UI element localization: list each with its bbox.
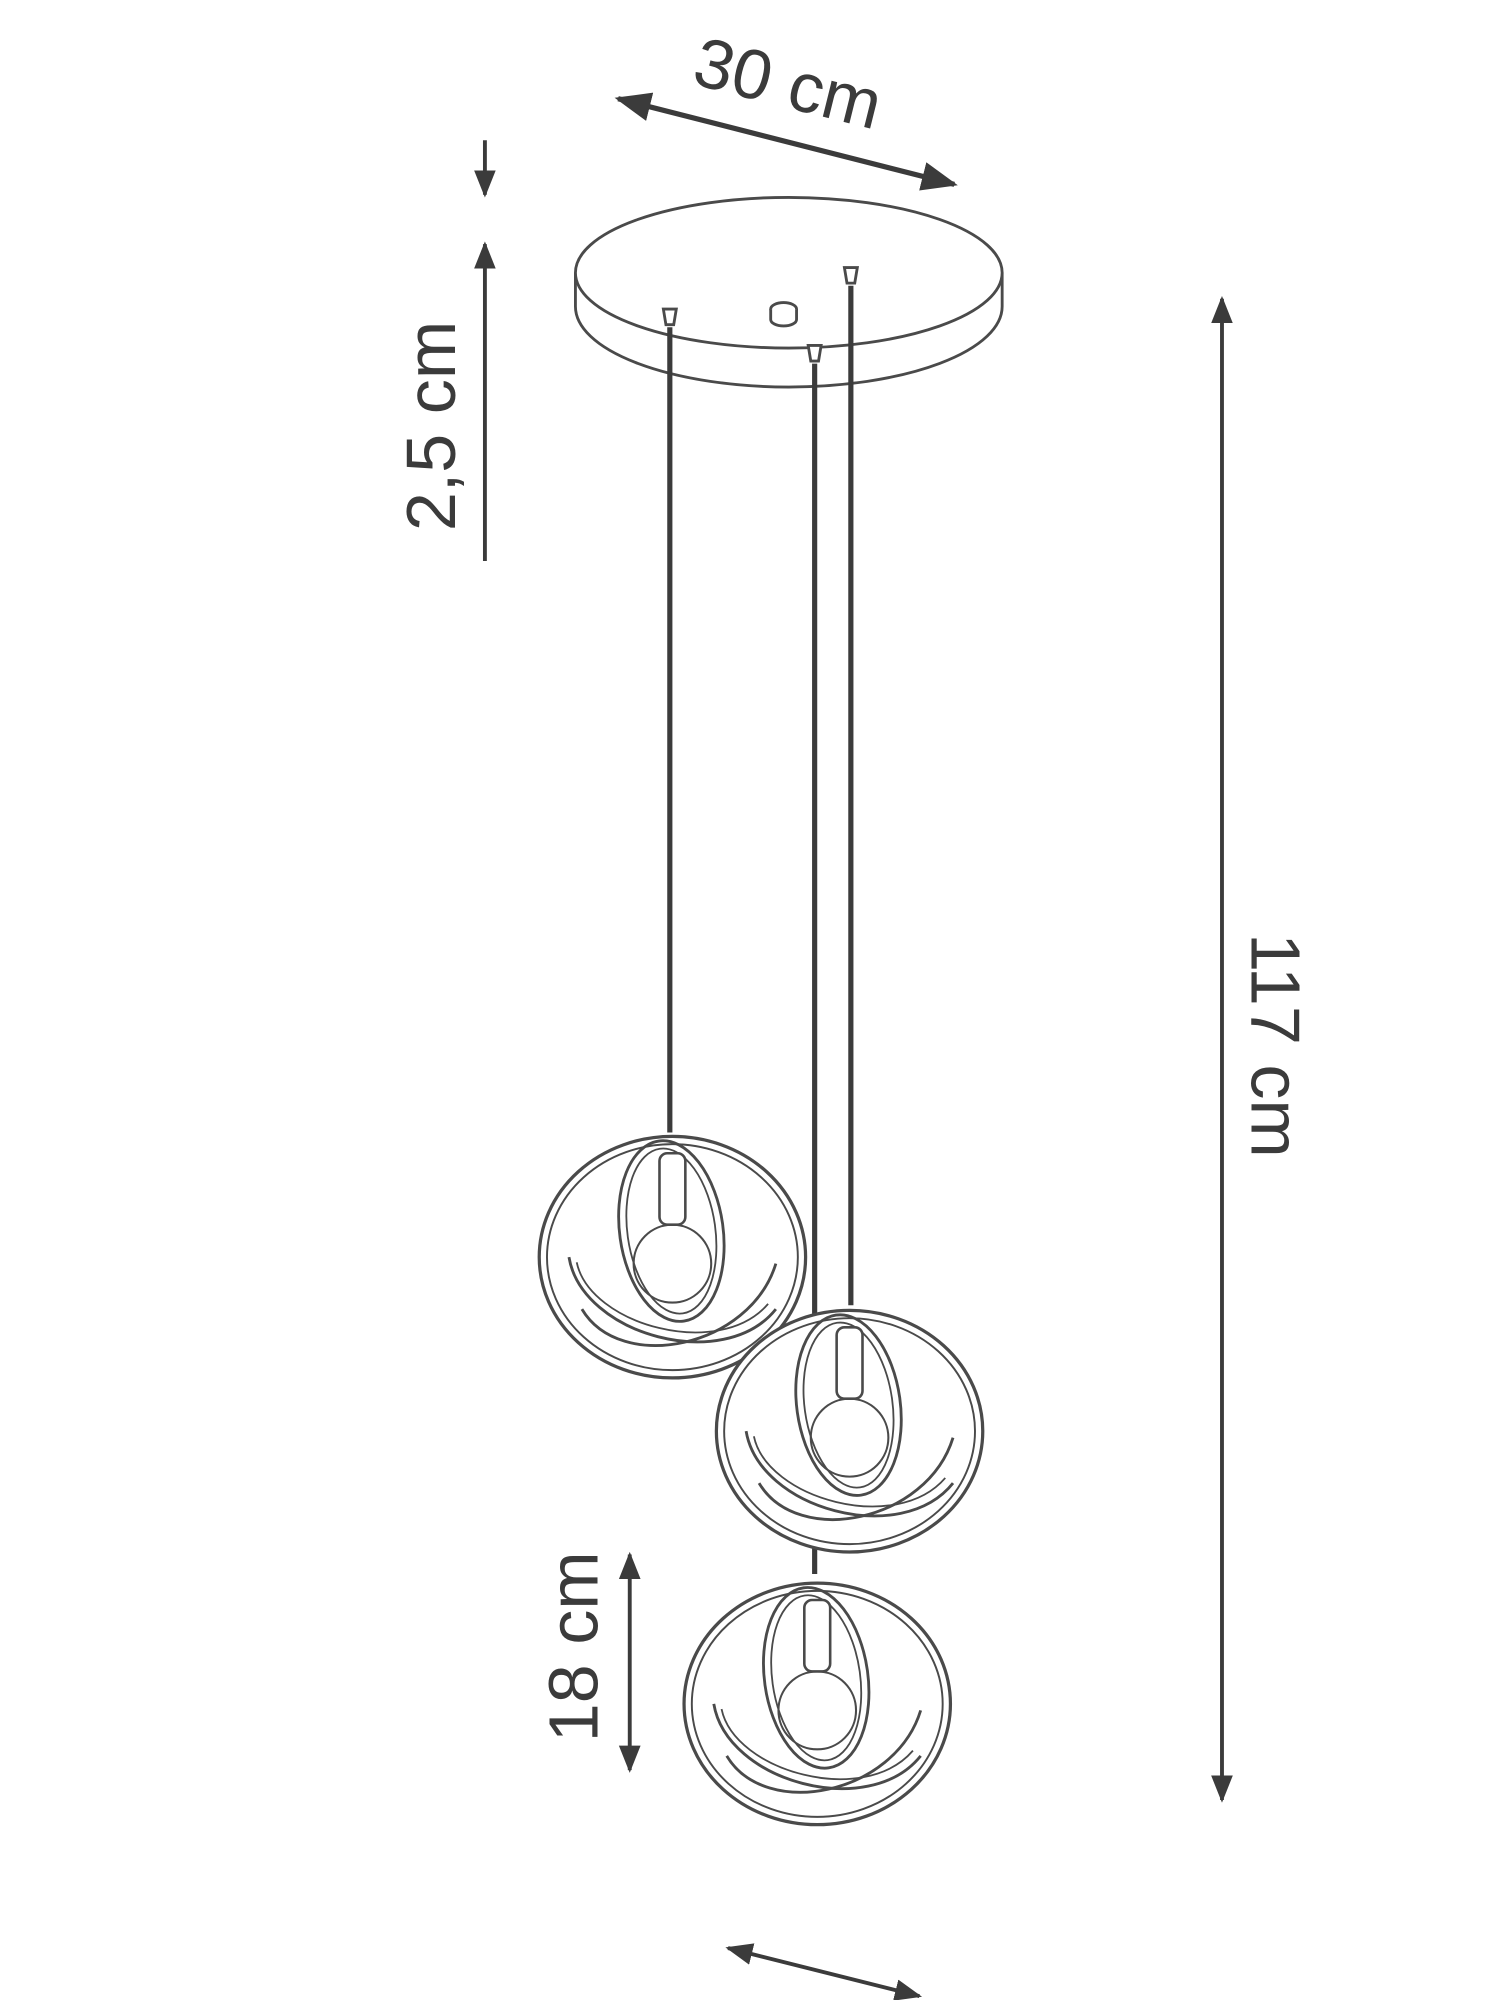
ceiling-canopy xyxy=(574,195,1004,389)
canopy-height-label: 2,5 cm xyxy=(392,321,470,531)
lamp-shade xyxy=(537,1134,808,1380)
lamp-shade xyxy=(682,1581,953,1827)
shade-height-label: 18 cm xyxy=(535,1551,613,1742)
shade-width-dimension xyxy=(725,1943,923,2000)
shade-height-dimension: 18 cm xyxy=(535,1551,641,1773)
lamp-shade xyxy=(714,1308,985,1554)
total-height-label: 117 cm xyxy=(1237,933,1315,1158)
canopy-width-dimension: 30 cm xyxy=(614,22,958,191)
canopy-height-dimension: 2,5 cm xyxy=(392,140,496,562)
total-height-dimension: 117 cm xyxy=(1211,295,1315,1803)
